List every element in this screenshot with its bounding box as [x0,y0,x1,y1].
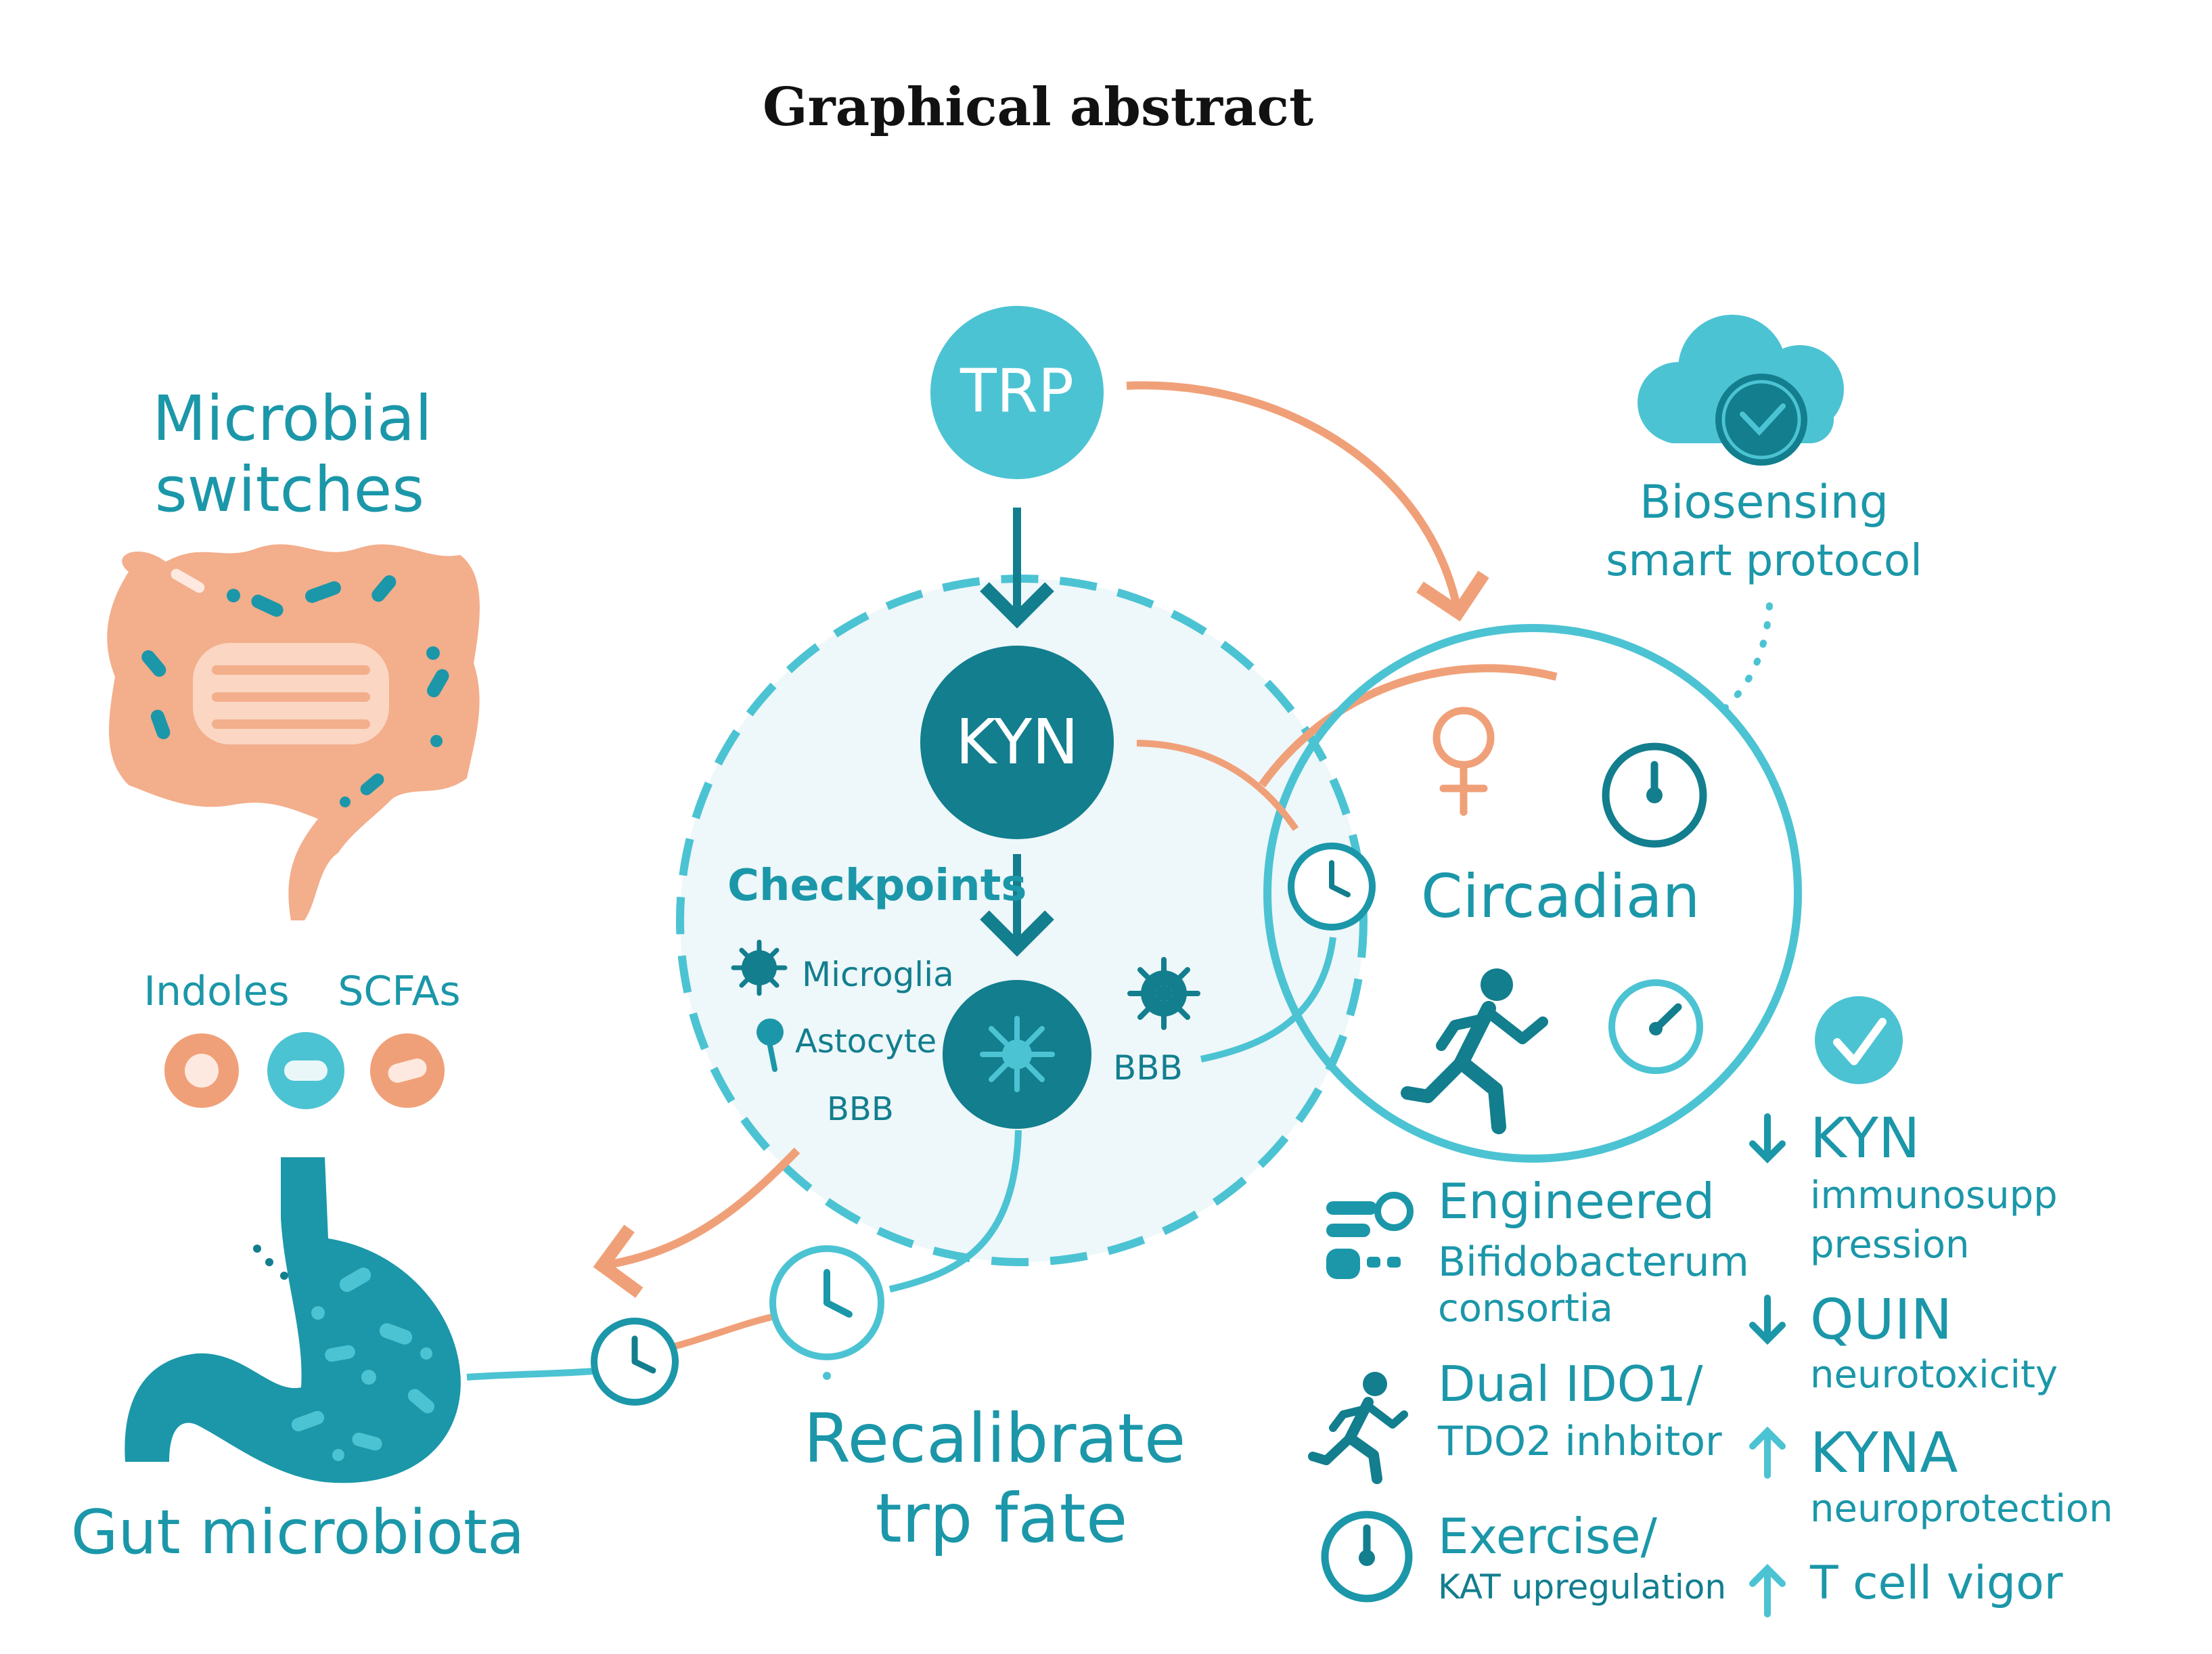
teal-pill [267,1032,344,1109]
outcome-kyn-sub1: immunosupp [1810,1174,2058,1217]
gut-to-clock-link [466,1367,603,1381]
bbb-to-clock-curve [1200,937,1336,1063]
outcome-kyn-sub2: pression [1810,1223,1969,1267]
outcome-tcell: T cell vigor [1809,1557,2063,1610]
trp-node [930,306,1104,479]
exercise-stopwatch-icon [1321,1511,1413,1603]
circadian-circle [1263,624,1802,1163]
kyn-to-clock-curve [1136,740,1299,831]
bbb-right-label: BBB [1113,1048,1183,1088]
engineered-line2: Bifidobacterum [1438,1238,1749,1286]
outcome-kyna-sub: neuroprotection [1810,1487,2113,1531]
recalibrate-line1: Recalibrate [804,1399,1186,1478]
trp-to-circadian-arrow [1126,381,1489,622]
outcome-kyna: KYNA [1810,1421,1958,1485]
recalibrate-line2: trp fate [876,1479,1128,1558]
neuron-icon [980,1016,1055,1092]
engineered-bacteria-icon [1326,1192,1414,1279]
biosensing-line2: smart protocol [1606,536,1922,586]
microbial-heading-line1: Microbial [152,382,432,455]
quin-down-arrow-icon [1749,1295,1786,1345]
clock-to-recalibrate-link [672,1313,776,1350]
bbb-cell-icon [1127,957,1200,1030]
exercise-line2: KAT upregulation [1438,1567,1726,1607]
indoles-label: Indoles [143,968,289,1015]
page-title: Graphical abstract [763,76,1313,138]
circadian-clock-icon [1602,742,1707,848]
engineered-line3: consortia [1438,1287,1613,1331]
recalibrate-to-cell-link [888,1130,1022,1293]
colon-icon [107,544,480,920]
bbb-left-label: BBB [827,1090,894,1128]
runner-icon [1401,968,1548,1134]
microglia-icon [731,939,788,996]
kyn-down-arrow-icon [1749,1113,1786,1164]
exercise-line1: Exercise/ [1438,1508,1658,1565]
tcell-up-arrow-icon [1749,1563,1786,1617]
kyna-up-arrow-icon [1749,1426,1786,1479]
circadian-circle-arc-salmon [1259,664,1558,788]
astocyte-label: Astocyte [795,1023,936,1060]
biosensing-line1: Biosensing [1640,476,1889,529]
outcome-quin-sub: neurotoxicity [1810,1353,2058,1397]
scfas-label: SCFAs [338,968,460,1015]
circadian-label: Circadian [1421,862,1700,931]
stomach-icon [125,1157,461,1483]
circle-to-gut-arrow [593,1147,800,1298]
dual-line2: TDO2 inhbitor [1437,1418,1722,1465]
scfas-pill [370,1033,445,1108]
biosensing-dotted-link [1719,602,1773,714]
cloud-clock-icon [1638,315,1844,466]
recalibrate-clock-icon [769,1245,884,1380]
checkpoints-heading: Checkpoints [727,861,1026,911]
microbial-heading-line2: switches [155,453,424,526]
trp-label: TRP [960,356,1074,426]
engineered-line1: Engineered [1438,1173,1715,1230]
gut-link-clock-icon [591,1318,679,1406]
kyn-node [920,646,1114,839]
astrocyte-icon [757,1019,784,1072]
outcome-kyn: KYN [1810,1107,1920,1171]
indoles-pill [164,1033,239,1108]
stopwatch-icon [1608,979,1703,1074]
microglia-label: Microglia [802,955,954,994]
gut-microbiota-label: Gut microbiota [71,1497,525,1568]
checkmark-icon [1815,996,1903,1084]
female-symbol-icon [1432,707,1495,816]
outcome-quin: QUIN [1810,1288,1952,1352]
dual-inhibitor-runner-icon [1308,1372,1408,1484]
kyn-label: KYN [955,706,1079,778]
dual-line1: Dual IDO1/ [1438,1356,1703,1412]
clock-icon [1288,843,1376,931]
